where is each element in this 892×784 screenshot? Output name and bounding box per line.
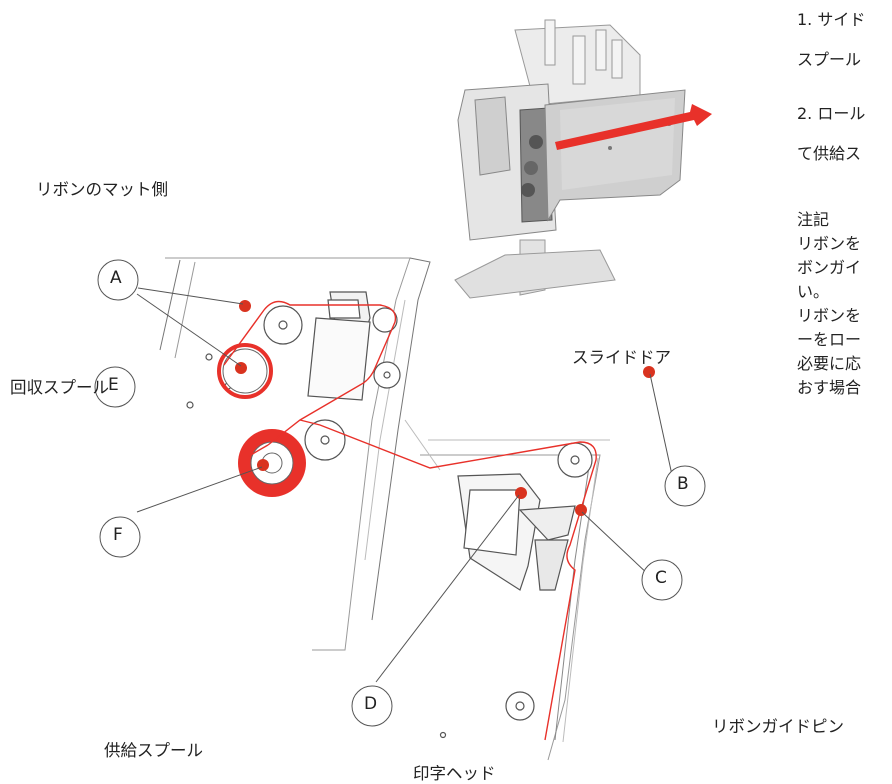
note-title: 注記 xyxy=(797,210,830,229)
pinch-assembly xyxy=(307,291,371,401)
note-line4: リボンを xyxy=(797,306,862,325)
note-line1: リボンを xyxy=(797,234,862,253)
printer-photo xyxy=(454,19,712,299)
callout-b: B xyxy=(677,474,689,494)
print-head-assembly xyxy=(457,473,576,591)
callout-circles xyxy=(94,259,706,727)
label-supply-spool: 供給スプール xyxy=(104,741,203,760)
label-ribbon-matte-side: リボンのマット側 xyxy=(36,180,168,199)
callout-d: D xyxy=(364,694,378,714)
note-line5: ーをロー xyxy=(797,330,862,349)
step1-line2: スプール xyxy=(797,50,862,69)
ribbon-path xyxy=(223,300,597,741)
step2-line1: 2. ロール xyxy=(797,104,866,123)
label-print-head: 印字ヘッド xyxy=(413,764,496,783)
supply-spool-graphic xyxy=(238,429,306,497)
step2-line2: て供給ス xyxy=(797,144,862,163)
leader-lines xyxy=(136,287,673,683)
callout-e: E xyxy=(108,375,119,395)
note-line7: おす場合 xyxy=(797,378,862,397)
callout-a: A xyxy=(110,268,122,288)
step1-line1: 1. サイド xyxy=(797,10,866,29)
label-sliding-door: スライドドア xyxy=(572,348,671,367)
label-rewind-spool: 回収スプール xyxy=(10,378,109,397)
label-ribbon-guide-pin: リボンガイドピン xyxy=(712,717,844,736)
note-line3: い。 xyxy=(797,282,830,301)
mechanism-frame xyxy=(159,257,610,761)
callout-c: C xyxy=(655,568,667,588)
note-line6: 必要に応 xyxy=(797,354,862,373)
note-line2: ボンガイ xyxy=(797,258,862,277)
rollers xyxy=(186,305,593,739)
callout-f: F xyxy=(113,525,123,545)
